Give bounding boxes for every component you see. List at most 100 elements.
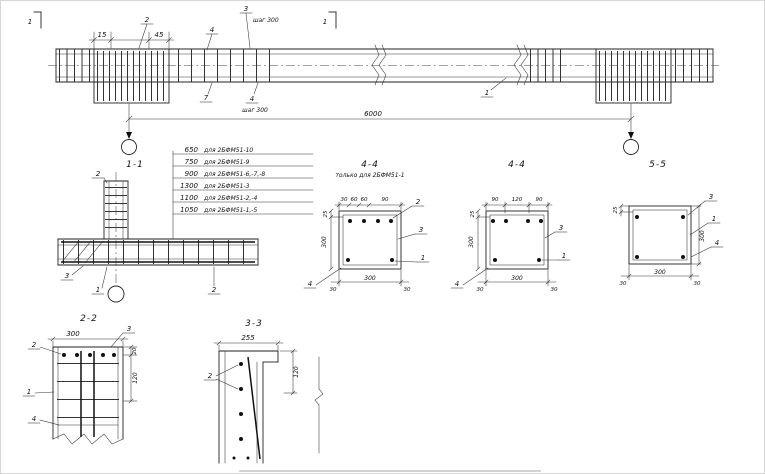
table-row-length: 900 [185, 170, 199, 178]
dim-label: 60 [351, 197, 358, 203]
dim-label: 300 [321, 236, 328, 248]
callout-label: 4 [210, 26, 214, 34]
grid-arrow-icon [126, 132, 132, 139]
grid-bubble [121, 139, 137, 155]
dim-label: 30 [551, 287, 558, 293]
callout-3-22: 3 [110, 325, 136, 348]
callout-label: 2 [212, 286, 217, 294]
section-title: 4-4 [508, 160, 526, 170]
grid-bubble [107, 285, 125, 303]
dim-label: 120 [132, 372, 139, 384]
section-cut-mark-left: 1 [28, 11, 42, 29]
callout-1-22: 1 [22, 388, 55, 397]
dim-label: 300 [654, 269, 666, 276]
section-title: 2-2 [80, 314, 98, 324]
callout-label: 1 [712, 215, 716, 223]
callout-4-bottom-elevation: 4 шаг 300 [242, 82, 268, 114]
dim-left-44a: 25 300 [321, 208, 344, 272]
callout-4-55: 4 [690, 239, 724, 258]
overall-dimension: 6000 [121, 103, 639, 155]
stirrup-outline [489, 214, 545, 266]
callout-label: 1 [421, 254, 425, 262]
callout-label: 4 [455, 280, 459, 288]
section-2-2: 2-2 300 [22, 314, 139, 445]
dim-right-33: 120 [279, 348, 300, 396]
section-title: 5-5 [649, 160, 667, 170]
column-detail [103, 172, 129, 284]
callout-label: 2 [416, 198, 421, 206]
dim-left-44b: 25 300 [468, 208, 491, 272]
dim-label: 120 [512, 197, 523, 203]
dim-label-overall: 6000 [364, 110, 382, 118]
section-title: 1-1 [126, 160, 144, 170]
section-outline [338, 210, 402, 270]
callout-label: 4 [308, 280, 312, 288]
dim-label: 300 [364, 275, 376, 282]
section-cut-mark-mid: 1 [323, 11, 337, 29]
top-dimension-line: 15 45 [88, 31, 175, 49]
callout-label: 1 [485, 89, 489, 97]
callout-label: 4 [32, 415, 36, 423]
table-row-note: для 2БФМ51-9 [203, 159, 250, 166]
section-5-5: 5-5 25 300 300 30 [613, 160, 724, 287]
callout-3-44b: 3 [544, 224, 568, 239]
body-22 [52, 346, 124, 445]
section-title: 3-3 [245, 319, 263, 329]
right-anchor-block [595, 48, 672, 104]
dim-top-22: 300 [47, 330, 129, 347]
callout-label: 7 [204, 94, 209, 102]
cut-mark-label: 1 [323, 18, 327, 26]
section-1-1: 1-1 650 для 2БФМ51-10 750 для 2БФМ51-9 9… [57, 146, 314, 303]
callout-3-s11: 3 [60, 265, 84, 281]
dim-label: 30 [620, 281, 627, 287]
callout-1-44b: 1 [541, 252, 571, 261]
callout-label: 3 [65, 272, 69, 280]
dim-label: 30 [404, 287, 411, 293]
dim-label: 15 [98, 31, 107, 39]
callout-2-elevation: 2 [138, 16, 154, 49]
dim-label: 45 [155, 31, 164, 39]
dim-label: 20 [132, 347, 138, 354]
dim-top-44b: 90 120 90 [481, 197, 553, 214]
callout-2-top-s11: 2 [91, 170, 108, 184]
grid-arrow-icon [628, 132, 634, 139]
section-subtitle: только для 2БФМ51-1 [335, 172, 404, 179]
left-anchor-block [93, 48, 170, 104]
callout-1-elevation: 1 [480, 77, 507, 98]
callout-label: 3 [709, 193, 713, 201]
dim-label: 60 [361, 197, 368, 203]
callout-label: 3 [419, 226, 423, 234]
callout-label: 2 [96, 170, 101, 178]
table-row-length: 650 [185, 146, 199, 154]
stirrup-outline [632, 209, 688, 261]
section-outline [485, 210, 549, 270]
body-33 [218, 350, 279, 464]
step-note: шаг 300 [242, 107, 268, 114]
dim-label: 30 [330, 287, 337, 293]
section-outline [628, 205, 692, 265]
callout-label: 4 [250, 95, 254, 103]
beam-outline [48, 48, 719, 83]
dim-top-44a: 30 60 60 90 [334, 197, 406, 211]
callout-2-22: 2 [27, 341, 62, 355]
dim-label: 300 [699, 230, 706, 242]
dim-bottom-44a: 300 30 30 [330, 269, 411, 293]
dim-right-55: 300 [690, 203, 706, 267]
elevation-view: 1 1 [28, 5, 719, 155]
step-note: шаг 300 [253, 17, 279, 24]
dim-right-22: 20 120 [123, 344, 139, 404]
callout-4-22: 4 [27, 415, 60, 426]
dim-label: 30 [694, 281, 701, 287]
callout-4-top-elevation: 4 [205, 26, 219, 51]
dim-label: 90 [492, 197, 499, 203]
beam-longitudinal-detail [57, 238, 259, 266]
dim-label: 30 [477, 287, 484, 293]
callout-2-bottom-s11: 2 [207, 266, 221, 295]
table-row-note: для 2БФМ51-3 [203, 183, 250, 190]
cut-mark-label: 1 [28, 18, 32, 26]
dim-bottom-55: 300 30 30 [620, 264, 701, 287]
callout-2-33: 2 [203, 364, 239, 390]
callout-7-elevation: 7 [199, 82, 213, 103]
callout-label: 3 [244, 5, 248, 13]
